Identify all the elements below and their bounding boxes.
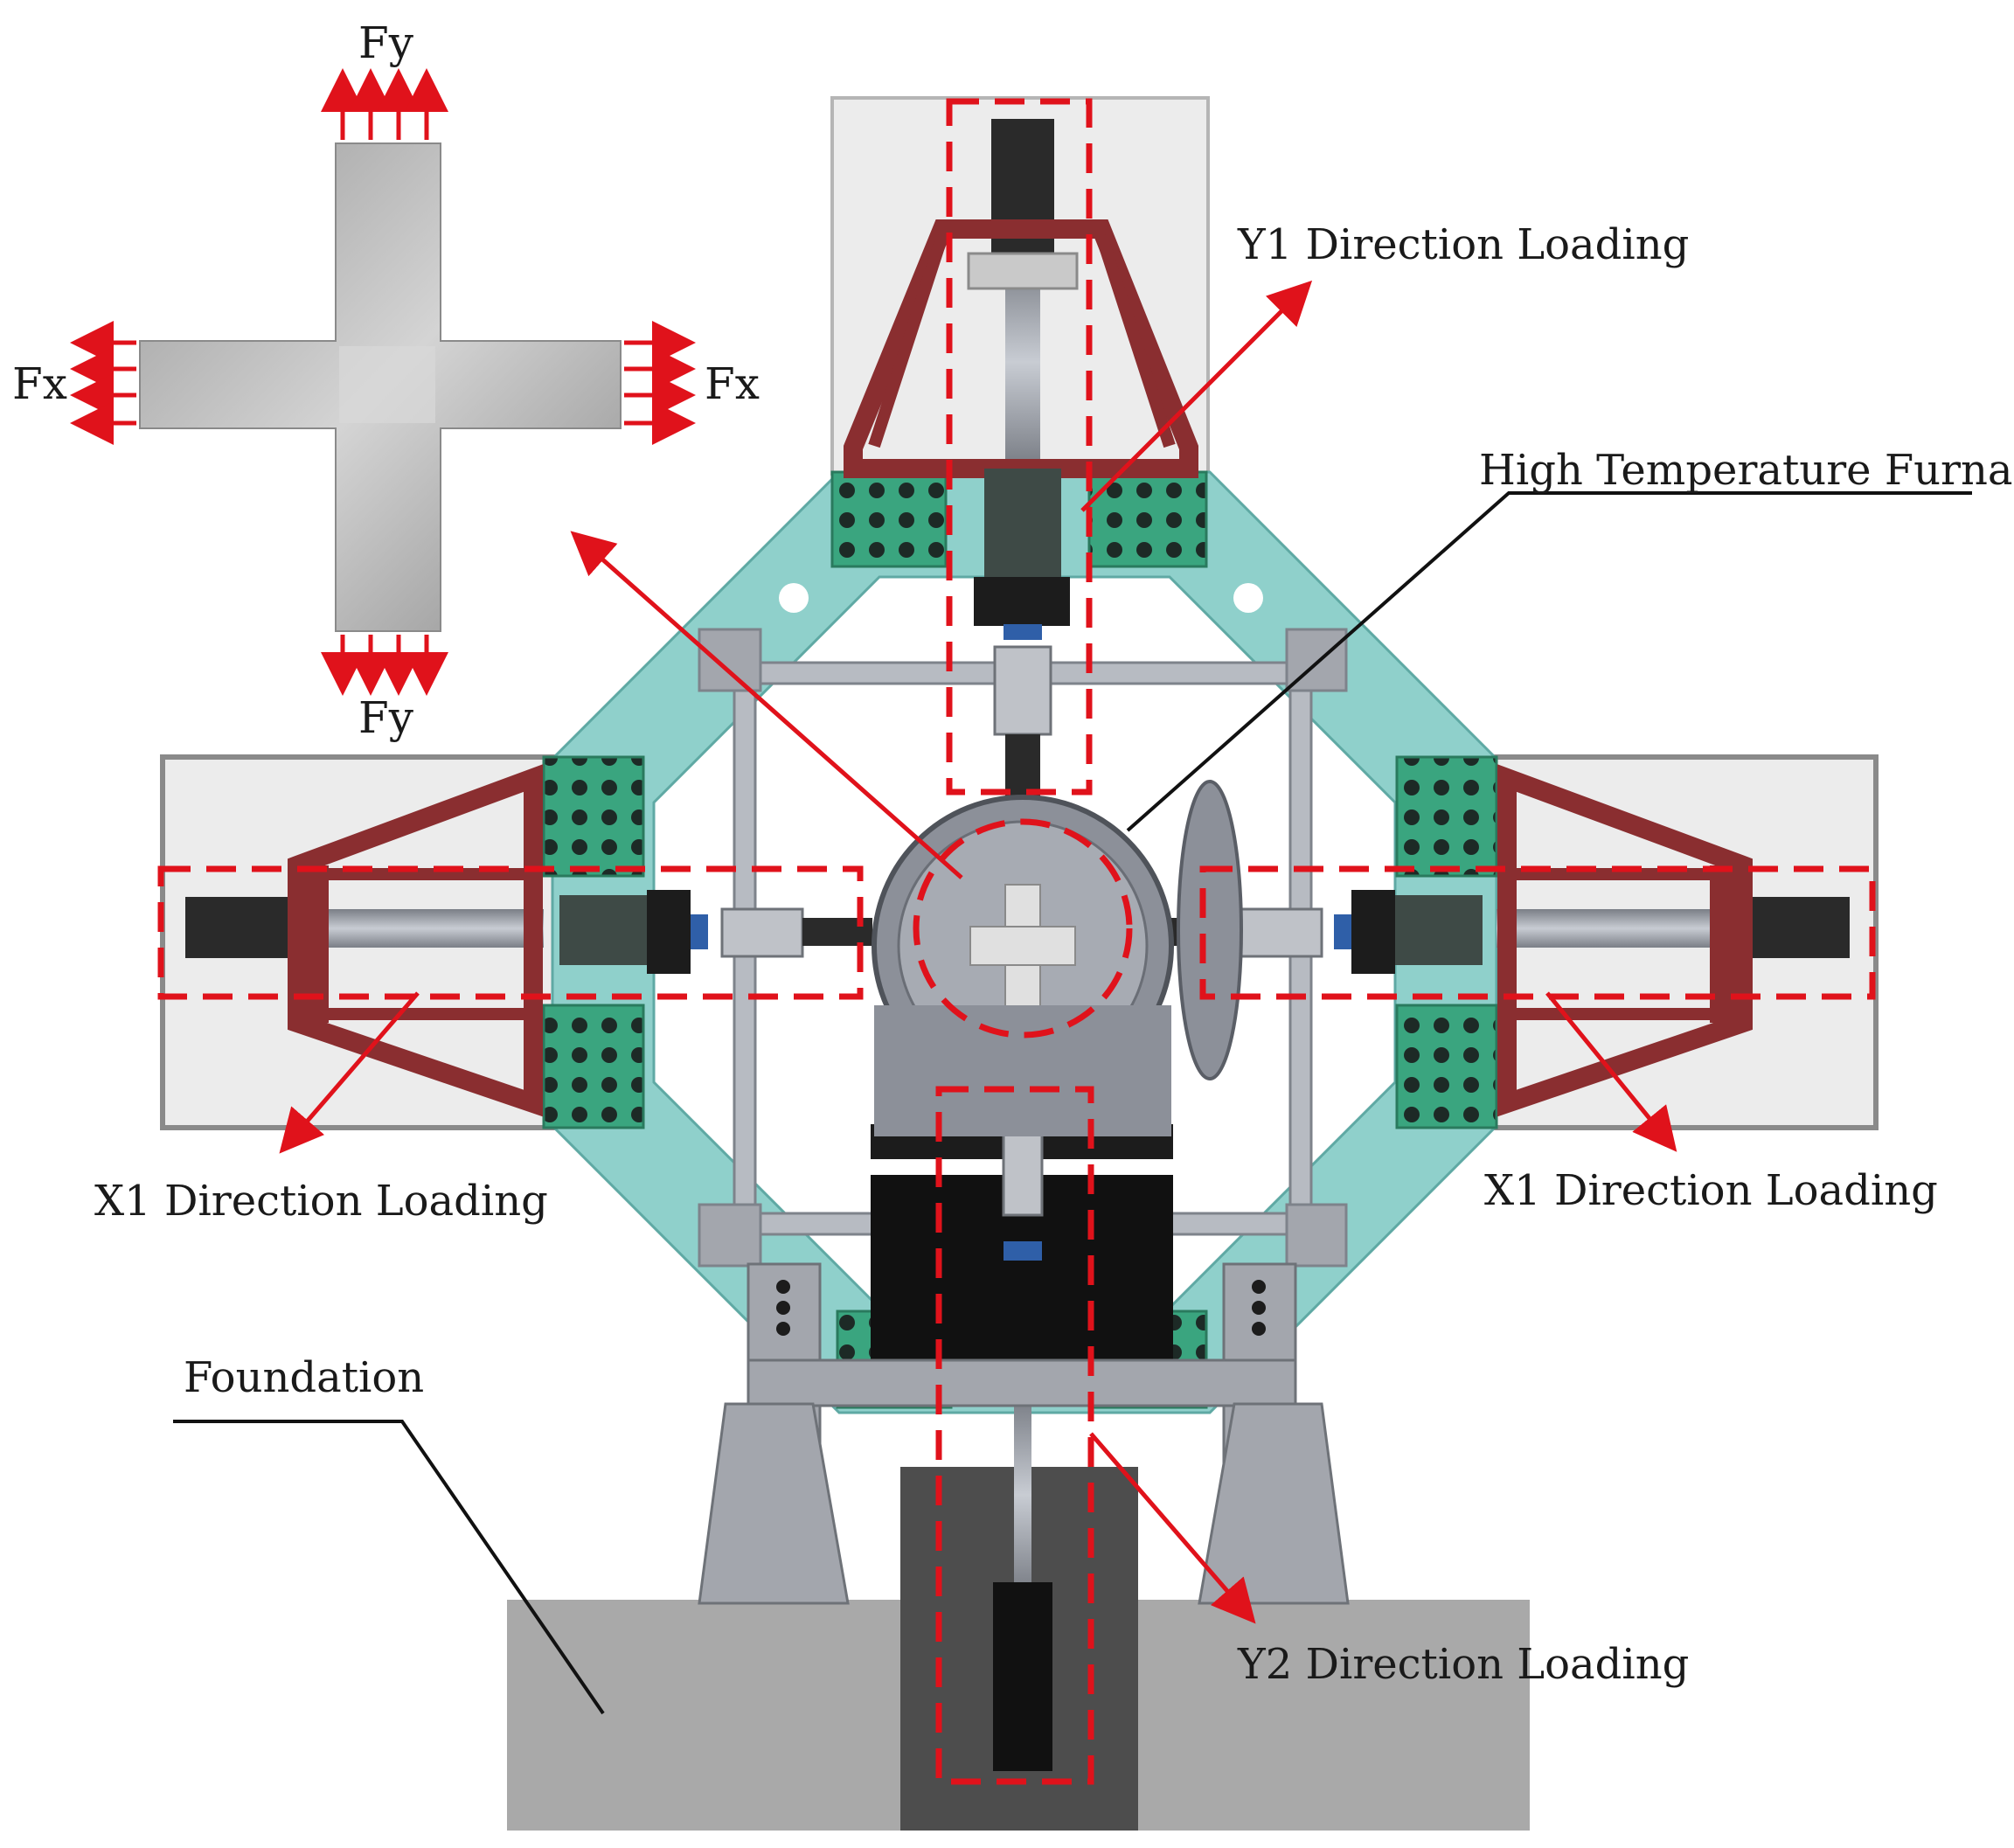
- x1-left-actuator: [185, 764, 872, 1117]
- green-block-left-upper: [542, 755, 645, 878]
- fy-top-label: Fy: [358, 17, 413, 68]
- frame-hole: [1233, 583, 1263, 613]
- green-block-top-left: [830, 470, 948, 568]
- force-arrows: [70, 68, 696, 696]
- green-block-right-lower: [1395, 1004, 1498, 1129]
- fx-right-label: Fx: [705, 358, 760, 409]
- furnace-leader-line: [1126, 491, 1972, 832]
- furnace-label: High Temperature Furnace: [1479, 446, 2014, 495]
- loading-regions: [157, 98, 1876, 1785]
- y2-loading-label: Y2 Direction Loading: [1238, 1640, 1690, 1689]
- green-block-left-lower: [542, 1004, 645, 1129]
- cruciform-specimen: [139, 142, 622, 632]
- y1-loading-label: Y1 Direction Loading: [1238, 220, 1690, 269]
- foundation-label: Foundation: [184, 1353, 425, 1402]
- x1-loading-left-label: X1 Direction Loading: [94, 1177, 548, 1226]
- y2-actuator: [871, 1108, 1173, 1771]
- support-stand: [698, 1262, 1350, 1605]
- green-block-right-upper: [1395, 755, 1498, 878]
- frame-hole: [779, 583, 809, 613]
- fy-bottom-label: Fy: [358, 692, 413, 743]
- stand-bolts: [776, 1280, 1266, 1336]
- furnace-door-wheel: [1177, 780, 1243, 1080]
- x1-loading-right-label: X1 Direction Loading: [1484, 1166, 1938, 1215]
- foundation-leader-line: [173, 1420, 605, 1715]
- annotation-arrows: [279, 280, 1677, 1624]
- fx-left-label: Fx: [12, 358, 67, 409]
- high-temperature-furnace: [872, 795, 1174, 1136]
- y1-actuator: [844, 119, 1198, 839]
